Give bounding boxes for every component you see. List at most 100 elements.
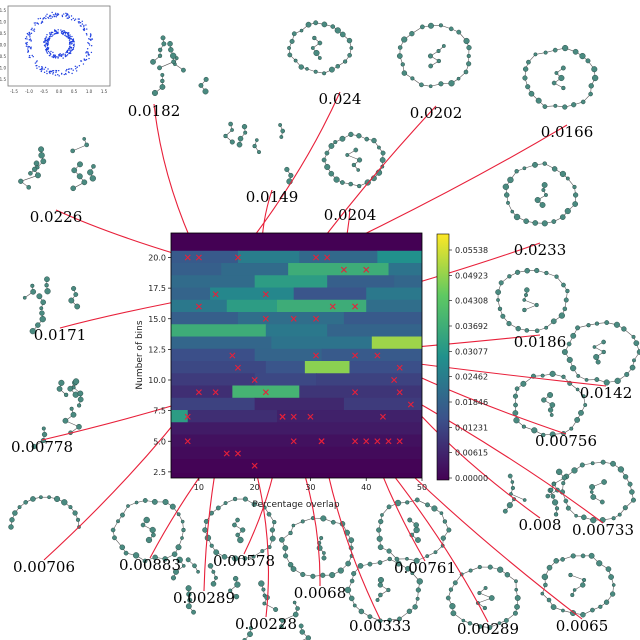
graph-node [631,334,636,339]
graph-node [506,502,513,509]
graph-node [185,603,192,610]
marker-stroke [279,413,286,420]
annotation-value-label: 0.0065 [556,617,609,635]
graph-node [428,22,434,29]
graph-node [610,460,616,467]
graph-node [140,522,146,528]
inset-point [67,68,70,70]
annotation-value-label: 0.00578 [213,552,275,570]
graph-node [76,403,82,408]
heatmap-cell [327,324,422,339]
graph-node [566,356,573,363]
inset-point [53,29,56,31]
inset-point [68,16,71,19]
heatmap-marker [262,315,269,322]
graph-node [41,431,48,438]
graph-node [386,548,392,554]
inset-dataset-plot: -1.5-1.0-0.50.00.51.01.5 1.51.00.50.0-0.… [0,5,111,94]
graph-node [298,623,304,629]
graph-node [348,181,353,187]
graph-node [288,530,293,536]
inset-point [71,48,74,51]
graph-node [507,473,513,479]
graph-node [287,52,293,58]
graph-node [550,604,557,610]
graph-node [448,587,454,592]
graph-node [387,556,392,562]
graph-node [433,550,438,555]
graph-node [524,328,530,333]
graph-node [534,302,539,308]
graph-node [357,183,362,189]
graph-node [551,80,557,86]
graph-node [159,84,166,90]
inset-point [62,30,64,32]
graph-node [415,596,420,601]
graph-node [400,62,405,67]
graph-node [415,587,421,593]
graph-node [242,496,248,502]
graph-node [352,603,357,608]
inset-point [80,60,83,62]
inset-point [38,66,40,68]
inset-point [58,54,60,56]
inset-point [27,48,29,50]
graph-node [349,46,354,50]
graph-node [413,526,420,534]
inset-point [62,53,64,55]
graph-node [344,586,352,594]
graph-node [570,332,577,339]
graph-edge [72,144,87,152]
inset-point [46,34,48,36]
graph-node [173,568,179,575]
graph-node [598,604,603,609]
graph-node [171,59,176,65]
graph-node [116,519,120,524]
inset-point [40,70,43,73]
heatmap-y-tick-label: 12.5 [148,345,166,354]
graph-node [169,503,176,510]
colorbar-tick-label: 0.02462 [455,373,488,382]
inset-point [47,50,50,53]
inset-point [88,57,90,60]
graph-node [562,44,569,52]
mapper-graph [150,35,209,96]
inset-point [64,55,67,58]
graph-node [588,83,594,89]
graph-node [550,318,557,325]
graph-node [549,431,556,438]
inset-point [61,15,64,18]
graph-node [514,604,520,610]
graph-node [181,527,186,533]
inset-point [46,72,48,75]
marker-stroke [374,438,381,445]
mapper-graph [445,564,521,631]
inset-point [55,71,57,74]
graph-node [300,519,305,524]
graph-node [611,583,616,587]
graph-node [461,618,466,623]
graph-node [328,170,335,177]
graph-node [321,157,327,163]
mapper-graph [522,44,599,110]
graph-node [559,170,567,178]
inset-point [71,72,73,75]
graph-node [581,514,587,521]
graph-node [477,624,483,629]
inset-point [80,25,82,27]
colorbar-tick-label: 0.03077 [455,347,488,356]
graph-node [504,192,510,198]
graph-node [590,494,597,500]
inset-point [45,36,48,38]
heatmap-marker [195,254,202,261]
mapper-graph [31,378,84,450]
inset-point [66,54,69,56]
graph-node [603,379,610,386]
inset-point [40,22,43,24]
graph-node [158,47,163,53]
graph-node [588,91,593,97]
heatmap-cell [171,373,256,388]
annotation-value-label: 0.0068 [294,584,347,602]
graph-node [150,59,156,65]
graph-node [445,595,451,601]
